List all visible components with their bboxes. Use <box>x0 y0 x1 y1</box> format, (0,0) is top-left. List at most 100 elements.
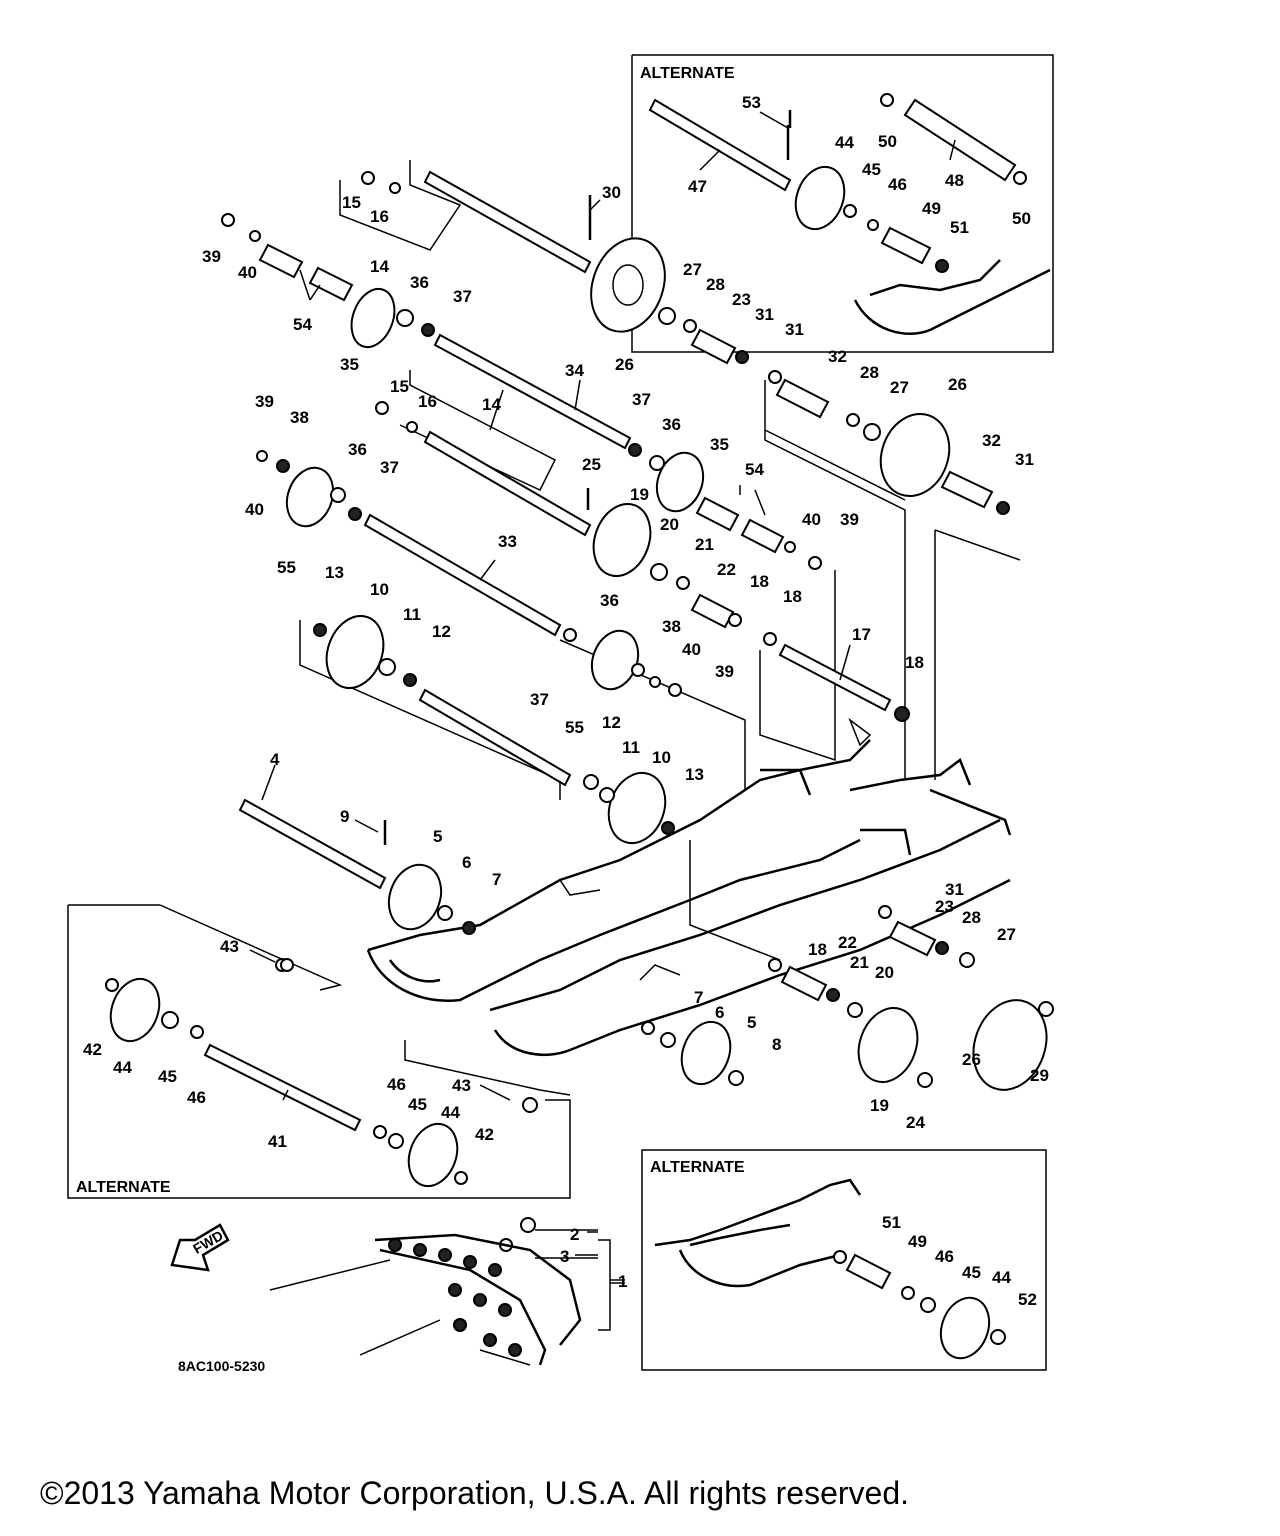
callout: 19 <box>870 1096 889 1115</box>
callout: 53 <box>742 93 761 112</box>
callout: 22 <box>838 933 857 952</box>
callout: 47 <box>688 177 707 196</box>
callout: 20 <box>875 963 894 982</box>
parts-diagram: ALTERNATE ALTERNATE ALTERNATE <box>67 54 1054 1374</box>
callout: 13 <box>325 563 344 582</box>
callout: 18 <box>808 940 827 959</box>
callout: 34 <box>565 361 584 380</box>
callout: 7 <box>694 988 703 1007</box>
callout: 27 <box>997 925 1016 944</box>
callout: 5 <box>433 827 442 846</box>
callout: 55 <box>565 718 584 737</box>
callout: 45 <box>862 160 881 179</box>
callout: 35 <box>710 435 729 454</box>
callout: 18 <box>905 653 924 672</box>
callout: 54 <box>293 315 312 334</box>
callout: 32 <box>828 347 847 366</box>
callout: 25 <box>582 455 601 474</box>
callout: 45 <box>158 1067 177 1086</box>
callout: 6 <box>462 853 471 872</box>
callout: 50 <box>878 132 897 151</box>
callout: 14 <box>482 395 501 414</box>
leader-lines <box>249 111 956 1284</box>
callout: 33 <box>498 532 517 551</box>
callout: 31 <box>785 320 804 339</box>
callout: 52 <box>1018 1290 1037 1309</box>
callout: 40 <box>802 510 821 529</box>
callout: 37 <box>453 287 472 306</box>
callout: 41 <box>268 1132 287 1151</box>
callout: 11 <box>622 738 640 757</box>
callout: 45 <box>962 1263 981 1282</box>
callout: 2 <box>570 1225 579 1244</box>
callout: 37 <box>632 390 651 409</box>
callout: 18 <box>783 587 802 606</box>
callout: 45 <box>408 1095 427 1114</box>
callout: 31 <box>1015 450 1034 469</box>
callout: 5 <box>747 1013 756 1032</box>
callout: 9 <box>340 807 349 826</box>
callout: 11 <box>403 605 421 624</box>
callout: 28 <box>860 363 879 382</box>
callout: 40 <box>245 500 264 519</box>
group-outlines <box>159 160 1021 1096</box>
callout: 44 <box>113 1058 132 1077</box>
callout: 36 <box>600 591 619 610</box>
callout: 19 <box>630 485 649 504</box>
callout: 28 <box>706 275 725 294</box>
callout: 38 <box>662 617 681 636</box>
copyright-notice: ©2013 Yamaha Motor Corporation, U.S.A. A… <box>40 1475 910 1511</box>
callout: 24 <box>906 1113 925 1132</box>
callout: 46 <box>387 1075 406 1094</box>
callout: 27 <box>683 260 702 279</box>
callout: 35 <box>340 355 359 374</box>
callout: 44 <box>441 1103 460 1122</box>
alternate-title-left: ALTERNATE <box>76 1179 171 1196</box>
callout: 23 <box>935 897 954 916</box>
alternate-box-left: ALTERNATE <box>67 904 571 1199</box>
bolts <box>383 110 792 845</box>
callout: 3 <box>560 1247 569 1266</box>
callouts: 53 44 45 46 47 48 49 50 50 51 15 16 14 3… <box>83 93 1049 1309</box>
callout: 4 <box>270 750 280 769</box>
callout: 46 <box>935 1247 954 1266</box>
spacers <box>258 226 994 1290</box>
callout: 48 <box>945 171 964 190</box>
callout: 37 <box>530 690 549 709</box>
callout: 39 <box>840 510 859 529</box>
callout: 55 <box>277 558 296 577</box>
track <box>269 1229 625 1366</box>
callout: 17 <box>852 625 871 644</box>
callout: 39 <box>202 247 221 266</box>
callout: 54 <box>745 460 764 479</box>
diagram-code: 8AC100-5230 <box>178 1358 265 1374</box>
callout: 31 <box>755 305 774 324</box>
callout: 16 <box>370 207 389 226</box>
callout: 38 <box>290 408 309 427</box>
callout: 12 <box>602 713 621 732</box>
callout: 43 <box>220 937 239 956</box>
callout: 29 <box>1030 1066 1049 1085</box>
wheels <box>109 165 1048 1360</box>
callout: 12 <box>432 622 451 641</box>
slide-rail-frame <box>366 717 1012 1057</box>
callout: 26 <box>615 355 634 374</box>
callout: 40 <box>238 263 257 282</box>
callout: 36 <box>662 415 681 434</box>
callout: 18 <box>750 572 769 591</box>
callout: 46 <box>888 175 907 194</box>
alternate-title-top: ALTERNATE <box>640 65 735 82</box>
callout: 31 <box>945 880 964 899</box>
callout: 36 <box>410 273 429 292</box>
callout: 49 <box>908 1232 927 1251</box>
callout: 15 <box>342 193 361 212</box>
fwd-arrow: FWD <box>170 1223 230 1272</box>
callout: 15 <box>390 377 409 396</box>
callout: 50 <box>1012 209 1031 228</box>
alternate-rail-top <box>853 259 1051 335</box>
callout: 36 <box>348 440 367 459</box>
callout: 43 <box>452 1076 471 1095</box>
callout: 49 <box>922 199 941 218</box>
callout: 44 <box>992 1268 1011 1287</box>
bearings <box>105 93 1054 1345</box>
